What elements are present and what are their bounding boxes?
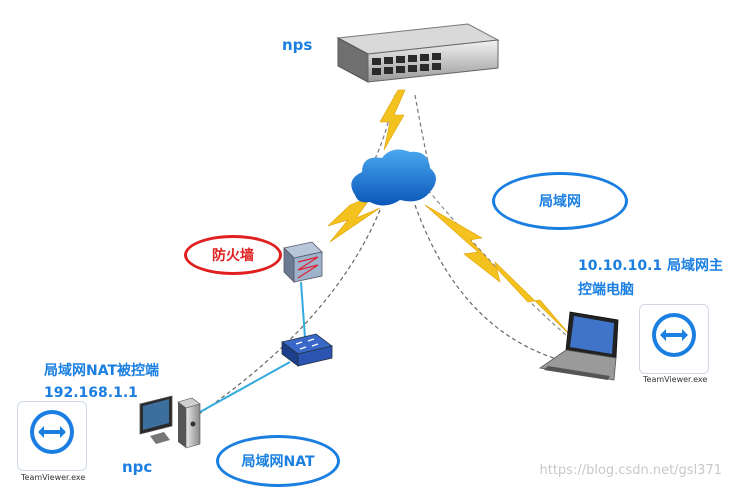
teamviewer-app-left[interactable]: [17, 401, 87, 471]
firewall-icon: [283, 241, 323, 283]
teamviewer-icon: [30, 410, 74, 454]
cloud-icon: [351, 149, 436, 206]
firewall-oval-label: 防火墙: [212, 248, 254, 264]
lan-oval-label: 局域网: [539, 194, 581, 210]
server-icon: [336, 23, 500, 83]
firewall-oval: 防火墙: [184, 235, 282, 275]
controlled-title: 局域网NAT被控端: [44, 363, 160, 379]
desktop-pc-icon: [139, 395, 201, 449]
nps-label: nps: [282, 36, 313, 54]
teamviewer-caption-left: TeamViewer.exe: [21, 473, 86, 482]
teamviewer-app-right[interactable]: [639, 304, 709, 374]
teamviewer-icon: [652, 313, 696, 357]
controlled-ip: 192.168.1.1: [44, 385, 138, 401]
master-label-line1: 10.10.10.1 局域网主: [578, 258, 724, 274]
laptop-icon: [538, 311, 619, 381]
switch-icon: [281, 333, 333, 367]
cable-switch-pc: [199, 361, 291, 413]
lan-nat-oval: 局域网NAT: [216, 435, 340, 487]
watermark: https://blog.csdn.net/gsl371: [539, 463, 722, 478]
teamviewer-caption-right: TeamViewer.exe: [643, 375, 708, 384]
cable-firewall-switch: [300, 281, 306, 339]
lan-oval: 局域网: [492, 172, 628, 230]
lightning-icon: [379, 89, 406, 151]
npc-label: npc: [122, 458, 153, 476]
master-label-line2: 控端电脑: [578, 282, 634, 298]
lan-nat-oval-label: 局域网NAT: [241, 454, 315, 470]
